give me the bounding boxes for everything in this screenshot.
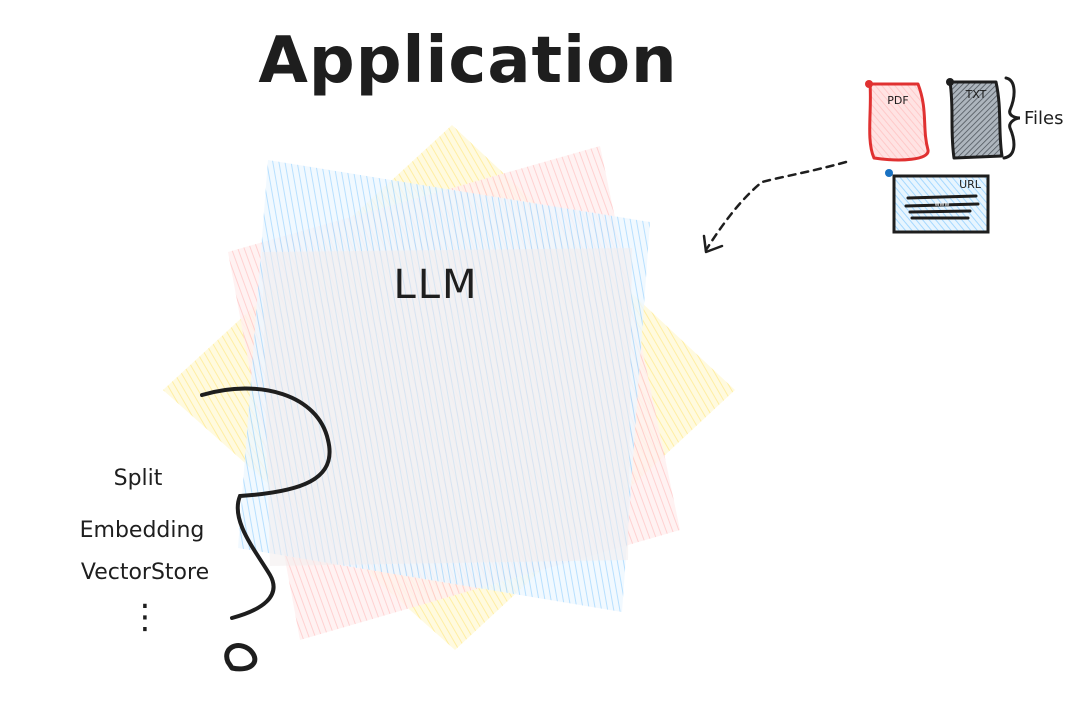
pdf-dot: [865, 80, 873, 88]
txt-label: TXT: [965, 88, 987, 101]
steps-ellipsis: ⋮: [128, 597, 162, 637]
llm-core: [262, 248, 632, 566]
llm-block: LLM: [163, 125, 735, 650]
txt-file-shape: [948, 80, 1004, 160]
files-brace: [1002, 76, 1021, 160]
txt-file: TXT: [946, 78, 1004, 160]
data-sources: PDF TXT Files URL www: [865, 76, 1064, 234]
files-label: Files: [1024, 108, 1064, 129]
loop-mark: [224, 643, 258, 672]
pdf-label: PDF: [887, 94, 908, 107]
url-inner-text: www: [935, 201, 950, 208]
step-embedding: Embedding: [80, 518, 205, 543]
pdf-file: PDF: [865, 80, 930, 162]
url-label: URL: [959, 178, 982, 191]
pipeline-steps: Split Embedding VectorStore ⋮: [80, 386, 332, 672]
llm-label: LLM: [393, 262, 478, 308]
url-source: URL www: [885, 169, 990, 234]
url-scribble: [904, 194, 980, 220]
step-vectorstore: VectorStore: [81, 560, 209, 585]
ingest-arrow-head: [702, 234, 724, 254]
txt-dot: [946, 78, 954, 86]
ingest-arrow-line: [704, 160, 848, 252]
ingest-arrow: [702, 160, 848, 254]
step-split: Split: [114, 466, 163, 491]
pdf-file-shape: [868, 82, 930, 162]
pipeline-brace: [200, 386, 332, 620]
diagram-title: Application: [258, 24, 677, 98]
url-dot: [885, 169, 893, 177]
